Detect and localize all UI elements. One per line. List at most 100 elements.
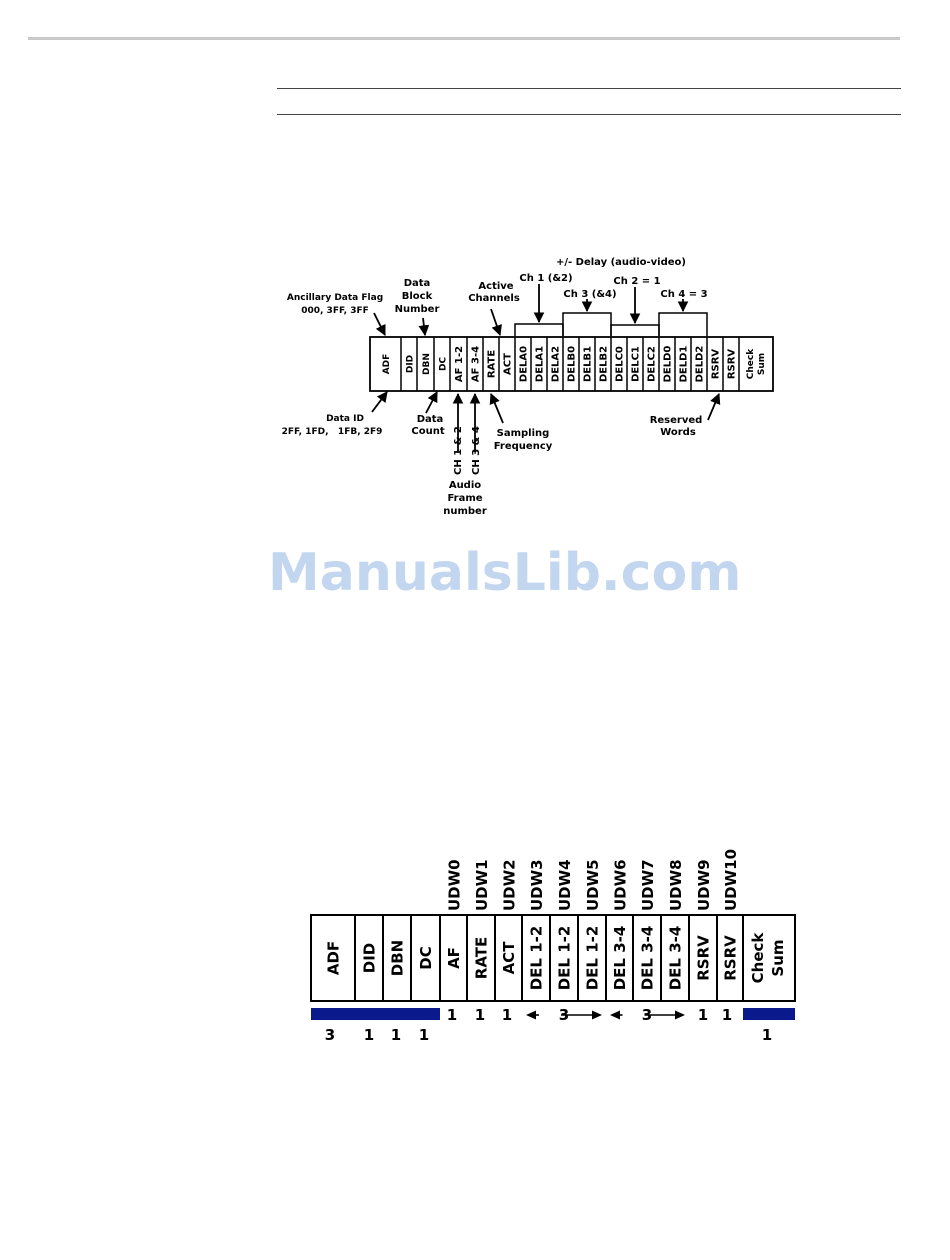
- packet-cell-af: AF: [445, 947, 463, 969]
- udw-label-4: UDW4: [556, 859, 574, 911]
- udw-label-8: UDW8: [667, 859, 685, 911]
- packet-cell-dbn: DBN: [422, 353, 432, 375]
- packet-cell-dc: DC: [417, 946, 435, 969]
- dc-label-1: Data: [417, 414, 444, 425]
- ch12-label: CH 1 & 2: [453, 426, 464, 475]
- packet-cell-adf: ADF: [325, 941, 343, 975]
- packet-cell-deld2: DELD2: [695, 346, 706, 383]
- header-count-3: 1: [419, 1026, 429, 1044]
- packet-outline: [369, 336, 774, 392]
- packet-cell-did: DID: [406, 355, 416, 373]
- packet-cell-del-3-4: DEL 3-4: [639, 926, 657, 991]
- packet-cell-act: ACT: [500, 941, 518, 975]
- active-label-1: Active: [478, 281, 513, 292]
- udw-count-0: 1: [447, 1006, 457, 1024]
- header-words-bar: [311, 1008, 440, 1020]
- sampling-label-2: Frequency: [494, 441, 553, 452]
- udw-label-2: UDW2: [501, 859, 519, 911]
- packet-cells-expanded: ADF DID DBN DC AF RATE ACT DEL 1-2 DEL 1-2 DEL 1-…: [310, 914, 796, 1002]
- watermark: ManualsLib.com: [268, 543, 742, 603]
- audio-frame-label-1: Audio: [449, 480, 481, 491]
- udw-label-6: UDW6: [612, 859, 630, 911]
- packet-cell-delc0: DELC0: [615, 346, 626, 382]
- ch2-label: Ch 2 = 1: [613, 276, 660, 287]
- delay-title: +/- Delay (audio-video): [556, 257, 686, 268]
- did-label-2: 2FF, 1FD, 1FB, 2F9: [282, 427, 383, 437]
- packet-cell-rsrv: RSRV: [695, 935, 713, 981]
- packet-cells: ADF DID DBN DC AF 1-2 AF 3-4 RATE ACT DELA0 DELA1…: [369, 336, 774, 392]
- packet-cell-dela2: DELA2: [551, 346, 562, 382]
- section-rule-bottom: [277, 114, 901, 115]
- packet-cell-deld1: DELD1: [679, 346, 690, 383]
- dbn-label-2: Block: [402, 291, 433, 302]
- udw-count-1: 1: [475, 1006, 485, 1024]
- packet-cell-dela1: DELA1: [535, 346, 546, 382]
- packet-cell-rate: RATE: [487, 350, 498, 378]
- top-rule: [28, 37, 900, 40]
- span-arrow-left-head: [610, 1010, 620, 1020]
- udw-label-0: UDW0: [446, 859, 464, 911]
- udw-label-5: UDW5: [584, 859, 602, 911]
- udw-count-6: 1: [722, 1006, 732, 1024]
- audio-frame-label-3: number: [443, 506, 487, 517]
- dc-label-2: Count: [411, 426, 444, 437]
- audio-frame-label-2: Frame: [447, 493, 482, 504]
- reserved-label-1: Reserved: [650, 415, 703, 426]
- header-count-0: 3: [325, 1026, 335, 1044]
- adf-label-2: 000, 3FF, 3FF: [301, 306, 369, 316]
- udw-label-7: UDW7: [639, 859, 657, 911]
- packet-cell-del-1-2: DEL 1-2: [584, 926, 602, 991]
- packet-cell-deld0: DELD0: [663, 346, 674, 383]
- span-arrow-right-head: [675, 1010, 685, 1020]
- checksum-cell-1: Check: [749, 932, 767, 984]
- checksum-count: 1: [762, 1026, 772, 1044]
- packet-cell-did: DID: [361, 943, 379, 973]
- packet-cell-delc1: DELC1: [631, 346, 642, 382]
- aes-control-packet-diagram: ADF DID DBN DC AF 1-2 AF 3-4 RATE ACT DELA0 DELA1…: [282, 257, 774, 517]
- checksum-cell-2: Sum: [757, 353, 767, 375]
- span-arrow-left-head: [526, 1010, 536, 1020]
- active-label-2: Channels: [468, 293, 520, 304]
- packet-cell-rate: RATE: [473, 937, 491, 979]
- annotation-arrows: [371, 284, 721, 452]
- checksum-cell-1: Check: [746, 348, 756, 379]
- packet-cell-rsrv: RSRV: [727, 349, 738, 380]
- adf-label-1: Ancillary Data Flag: [287, 293, 383, 303]
- dbn-label-1: Data: [404, 278, 431, 289]
- udw-label-3: UDW3: [528, 859, 546, 911]
- packet-cell-del-1-2: DEL 1-2: [528, 926, 546, 991]
- packet-cell-del-3-4: DEL 3-4: [667, 926, 685, 991]
- packet-cell-af-1-2: AF 1-2: [454, 346, 465, 382]
- checksum-cell-2: Sum: [769, 939, 787, 976]
- ch34-label: CH 3 & 4: [471, 426, 482, 475]
- packet-cell-rsrv: RSRV: [711, 349, 722, 380]
- packet-cell-rsrv: RSRV: [722, 935, 740, 981]
- packet-cell-del-1-2: DEL 1-2: [556, 926, 574, 991]
- udw-label-9: UDW9: [695, 859, 713, 911]
- packet-cell-delb2: DELB2: [599, 346, 610, 382]
- packet-outline: [310, 914, 796, 1002]
- udw-count-5: 1: [698, 1006, 708, 1024]
- udw-label-10: UDW10: [722, 849, 740, 911]
- ch3-label: Ch 3 (&4): [563, 289, 616, 300]
- section-rule-top: [277, 88, 901, 89]
- packet-cell-del-3-4: DEL 3-4: [611, 926, 629, 991]
- reserved-label-2: Words: [660, 427, 696, 438]
- header-count-2: 1: [391, 1026, 401, 1044]
- packet-cell-dbn: DBN: [389, 940, 407, 976]
- dbn-label-3: Number: [395, 304, 440, 315]
- word-count-bars: [311, 1008, 795, 1020]
- sampling-label-1: Sampling: [497, 428, 550, 439]
- packet-cell-act: ACT: [503, 353, 514, 375]
- packet-cell-af-3-4: AF 3-4: [471, 346, 482, 382]
- packet-cell-adf: ADF: [382, 354, 392, 375]
- packet-cell-dc: DC: [439, 357, 449, 371]
- delay-brackets: [514, 312, 708, 336]
- packet-cell-dela0: DELA0: [519, 346, 530, 382]
- did-label-1: Data ID: [326, 414, 364, 424]
- udw-count-2: 1: [502, 1006, 512, 1024]
- span-arrow-right-head: [592, 1010, 602, 1020]
